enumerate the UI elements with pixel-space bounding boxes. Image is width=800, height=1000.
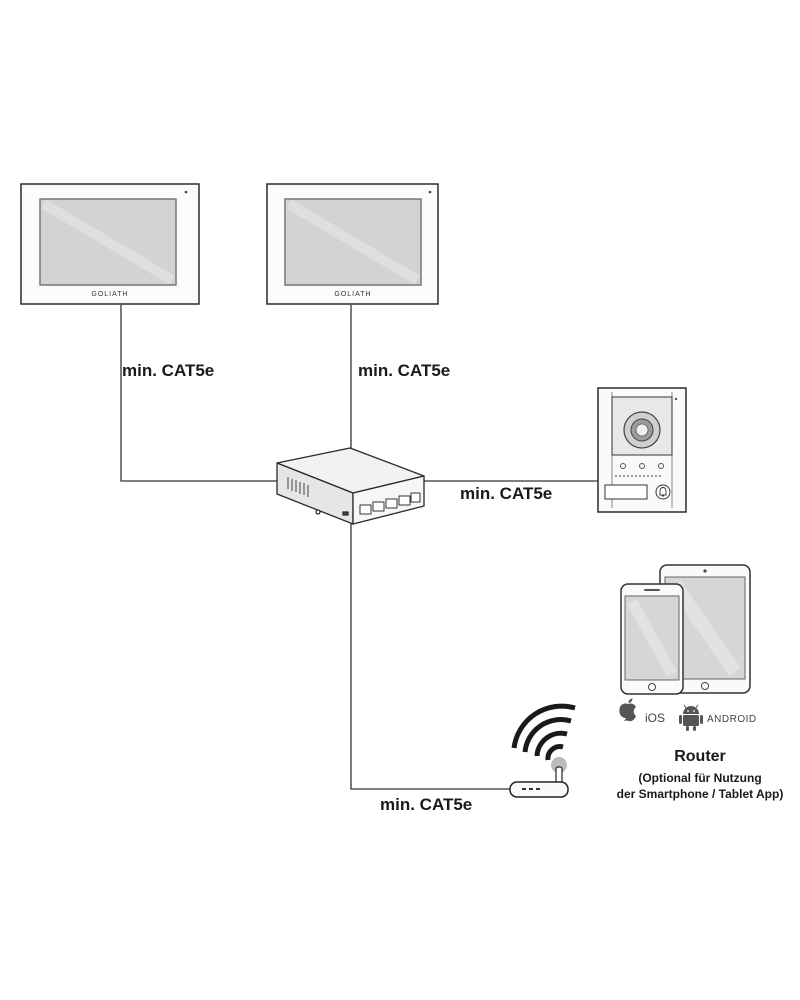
status-led [428,190,432,194]
bell-indicator-icon [658,463,664,469]
router-subtitle-line1: (Optional für Nutzung [638,771,762,785]
router-subtitle: (Optional für Nutzung der Smartphone / T… [596,770,800,802]
phone-home-button [648,683,656,691]
status-led [184,190,188,194]
router-subtitle-line2: der Smartphone / Tablet App) [616,787,784,801]
smartphone [620,583,684,695]
router-led [536,788,540,790]
cable-label-monitor-left: min. CAT5e [122,361,215,380]
ethernet-ports [359,492,421,515]
network-switch [276,447,425,525]
speaker-grille [615,475,661,477]
apple-icon [619,698,636,722]
ios-label: iOS [645,711,665,725]
tablet-camera [703,569,707,573]
tablet-home-button [701,682,709,690]
router-title: Router [674,748,726,765]
vent-slots [287,477,309,497]
monitor-brand: GOLIATH [91,291,128,298]
android-icon [679,704,703,731]
handset-icon [639,463,645,469]
bell-icon [659,487,667,497]
power-jack [315,509,321,515]
cable-label-router: min. CAT5e [380,795,473,814]
key-icon [620,463,626,469]
door-station [597,387,687,513]
cable-label-monitor-right: min. CAT5e [358,361,451,380]
router-led [522,788,526,790]
router-led [529,788,533,790]
cable-router [350,522,510,790]
power-led [342,511,349,516]
doorbell-button [655,484,671,500]
wifi-signal-icon [511,703,576,761]
monitor-brand: GOLIATH [334,291,371,298]
name-plate [604,484,648,500]
phone-speaker [644,589,660,591]
wifi-source [551,757,567,773]
door-led [674,397,678,401]
router-device [509,766,569,798]
cables [120,305,598,790]
android-label: ANDROID [707,714,757,725]
cable-label-doorstation: min. CAT5e [460,484,553,503]
cable-monitor-left [120,305,280,482]
router-antenna [555,766,563,784]
monitor-right: GOLIATH [266,183,439,305]
monitor-left: GOLIATH [20,183,200,305]
